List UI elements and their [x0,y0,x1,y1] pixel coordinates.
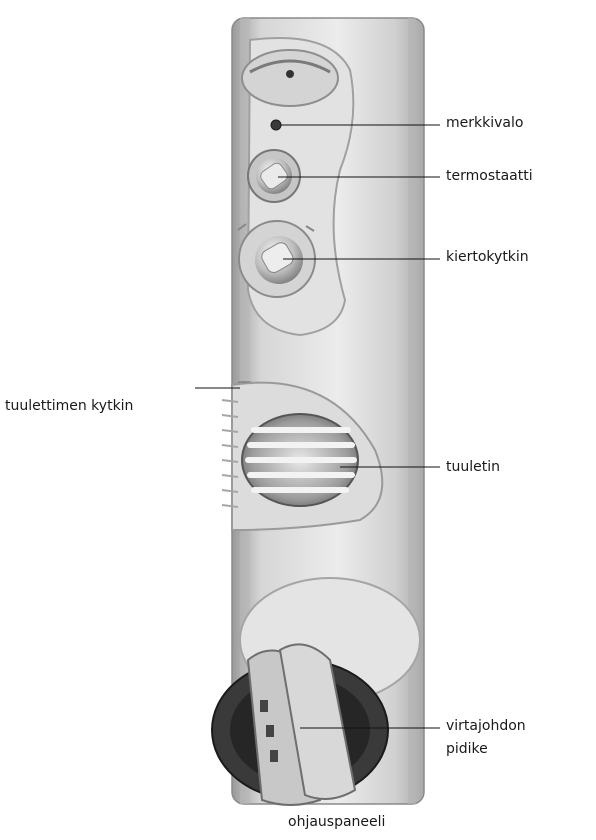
indicator-light [271,120,281,130]
thermostat-knob[interactable] [248,150,300,202]
label-cord-holder-line1: virtajohdon [446,716,526,737]
caption: ohjauspaneeli [288,812,385,833]
label-indicator-light: merkkivalo [446,113,523,134]
label-cord-holder-line2: pidike [446,739,488,760]
label-fan-switch: tuulettimen kytkin [5,396,133,417]
label-fan: tuuletin [446,457,500,478]
label-rotary-switch: kiertokytkin [446,247,529,268]
label-thermostat: termostaatti [446,166,533,187]
